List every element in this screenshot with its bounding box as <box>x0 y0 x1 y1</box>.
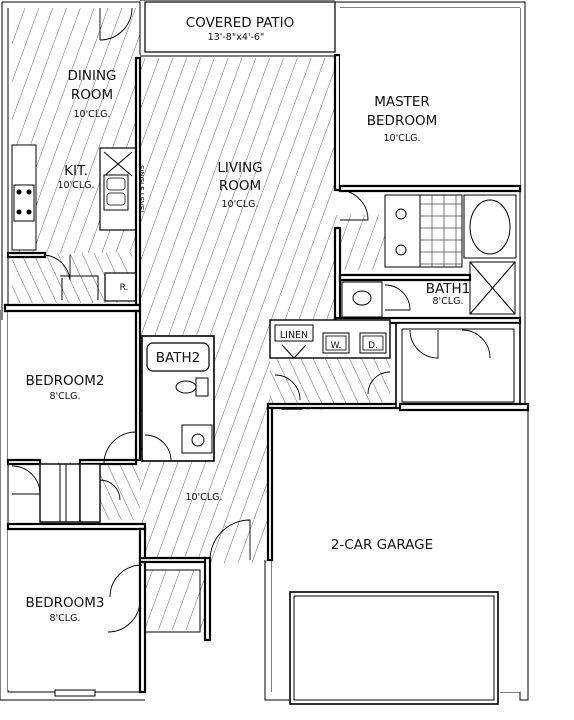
patio-label: COVERED PATIO <box>186 15 295 31</box>
kitchen-label: KIT. <box>64 163 88 179</box>
bedroom2: BEDROOM2 8'CLG. <box>3 303 142 495</box>
svg-text:ROOM: ROOM <box>71 87 113 103</box>
washer-label: W. <box>331 341 342 351</box>
bath1-label: BATH1 <box>426 281 470 297</box>
laundry: LINEN W. D. H <box>266 319 402 456</box>
svg-text:ROOM: ROOM <box>219 178 261 194</box>
svg-text:8'CLG.: 8'CLG. <box>50 391 81 402</box>
hall-ceiling: 10'CLG. <box>185 492 222 503</box>
refrigerator-label: R. <box>120 283 129 293</box>
bedroom3-label: BEDROOM3 <box>25 595 104 611</box>
svg-text:8'CLG.: 8'CLG. <box>50 613 81 624</box>
bedroom3: BEDROOM3 8'CLG. <box>6 522 147 697</box>
patio-dims: 13'-8"x4'-6" <box>208 32 265 43</box>
svg-text:8'CLG.: 8'CLG. <box>433 296 464 307</box>
svg-text:DINING: DINING <box>67 68 116 84</box>
entry <box>138 519 251 642</box>
dryer-label: D. <box>368 341 378 351</box>
master-closet <box>395 322 521 409</box>
hall-closets <box>39 463 121 523</box>
bath2: BATH2 <box>141 335 215 462</box>
svg-text:10'CLG.: 10'CLG. <box>57 180 94 191</box>
svg-text:10'CLG.: 10'CLG. <box>221 199 258 210</box>
master-bedroom: MASTER BEDROOM 10'CLG. <box>338 8 522 193</box>
linen-label: LINEN <box>280 330 308 341</box>
dining-room: DINING ROOM 10'CLG. <box>67 68 116 120</box>
bedroom2-label: BEDROOM2 <box>25 373 104 389</box>
svg-text:10'CLG.: 10'CLG. <box>383 133 420 144</box>
covered-patio: COVERED PATIO 13'-8"x4'-6" <box>99 0 336 57</box>
svg-text:MASTER: MASTER <box>374 94 430 110</box>
svg-text:BEDROOM: BEDROOM <box>367 113 437 129</box>
svg-text:10'CLG.: 10'CLG. <box>73 109 110 120</box>
living-room: LIVING ROOM 10'CLG. <box>217 160 262 210</box>
garage: 2-CAR GARAGE <box>266 402 530 705</box>
hatched-floor <box>12 8 390 630</box>
svg-text:LIVING: LIVING <box>217 160 262 176</box>
bath2-label: BATH2 <box>156 350 200 366</box>
garage-label: 2-CAR GARAGE <box>331 537 433 553</box>
kitchen: KIT. 10'CLG. SINGLE LEVEL R. <box>6 144 145 302</box>
